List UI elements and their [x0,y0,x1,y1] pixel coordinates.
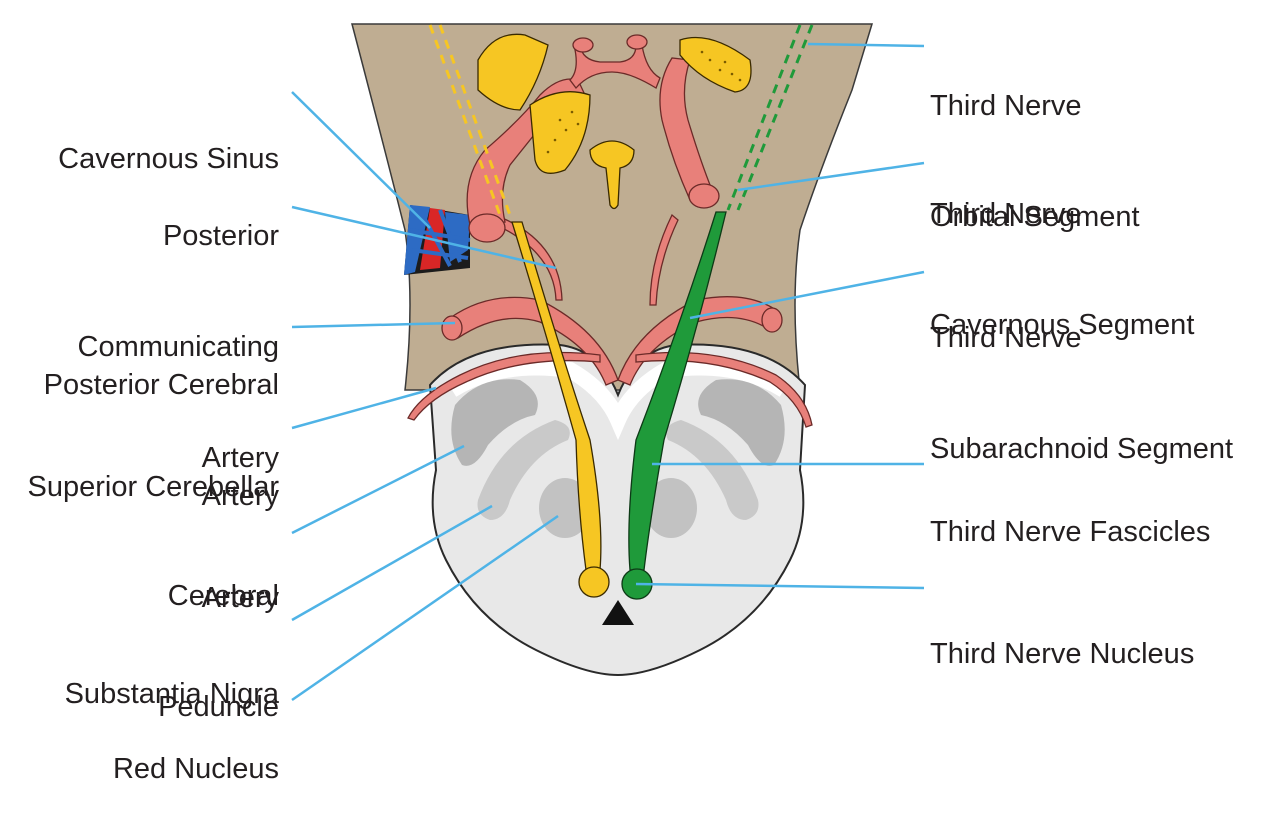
leader-lines [291,42,925,702]
optic-nerve-left [477,33,549,111]
leader-red-nucleus [291,514,559,702]
posterior-communicating-artery-right [649,213,679,306]
label-posterior-communicating-artery: Posterior Communicating Artery [77,220,279,474]
red-nucleus-right [645,478,697,538]
anterior-cerebral-artery [569,44,661,90]
leader-substantia-nigra [291,504,493,622]
leader-cerebral-peduncle [291,444,465,535]
substantia-nigra-right [666,420,759,520]
third-nerve-left-dashed [428,24,512,216]
leader-pca [291,321,456,329]
third-nerve-right [628,211,727,571]
third-nerve-right-dashed [726,24,814,211]
superior-cerebellar-artery-left [407,351,601,421]
cerebral-aqueduct [602,600,634,625]
leader-sca [291,386,437,430]
oculomotor-nerve-anatomy-diagram [291,23,925,702]
cerebral-peduncle-left [451,379,538,466]
optic-structures [477,33,752,210]
cerebral-peduncle-right [698,379,785,466]
pituitary-stalk [589,140,635,210]
third-nerve-nucleus-left [578,566,610,598]
label-third-nerve-nucleus: Third Nerve Nucleus [930,638,1195,670]
leader-cavernous-sinus [291,91,431,229]
leader-orbital [807,42,925,48]
label-third-nerve-cavernous-segment: Third Nerve Cavernous Segment [930,198,1195,341]
optic-nerve-right [679,36,752,93]
leader-subarachnoid [689,270,925,320]
optic-nerve-cut-left [529,91,591,174]
leader-cavernous-segment [737,161,925,192]
substantia-nigra-left [477,420,570,520]
label-red-nucleus: Red Nucleus [112,753,279,785]
label-third-nerve-fascicles: Third Nerve Fascicles [930,516,1211,548]
label-third-nerve-orbital-segment: Third Nerve Orbital Segment [930,90,1140,233]
label-cavernous-sinus: Cavernous Sinus [58,143,279,175]
label-cerebral-peduncle: Cerebral Peduncle [158,580,279,723]
midbrain-outline-inner [447,359,789,441]
optic-cut-texture [546,50,742,154]
label-third-nerve-subarachnoid-segment: Third Nerve Subarachnoid Segment [930,322,1234,465]
arteries [407,34,813,428]
superior-cerebellar-artery-right [635,351,813,428]
label-superior-cerebellar-artery: Superior Cerebellar Artery [27,471,279,614]
leader-nucleus [635,582,925,590]
label-substantia-nigra: Substantia Nigra [64,678,279,710]
label-posterior-cerebral-artery: Posterior Cerebral Artery [43,369,279,512]
leader-pcomm [291,205,557,270]
